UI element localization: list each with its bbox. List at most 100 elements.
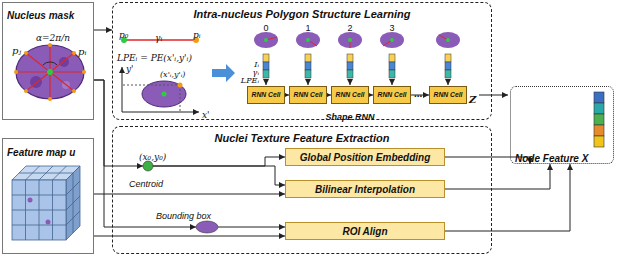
- nucleus-shape: [16, 45, 84, 99]
- step-number: 0: [263, 24, 268, 34]
- text-anchor: Node Feature X: [515, 148, 588, 166]
- node-title: Bounding box: [156, 212, 211, 222]
- label-anchor: 3: [389, 17, 394, 35]
- projection-line: [123, 85, 180, 86]
- box-label: RNN Cell: [248, 92, 284, 99]
- angle-label: α=2π/n: [36, 34, 70, 44]
- connector: [445, 164, 570, 231]
- module-label: Shape RNN: [325, 113, 374, 123]
- ellipsis: ...: [414, 89, 422, 99]
- label-anchor: 1: [305, 17, 310, 35]
- connector: [94, 194, 285, 195]
- rnn-cell: RNN Cell: [289, 86, 327, 104]
- feature-cube: [12, 166, 80, 240]
- angle-arc: [43, 62, 57, 65]
- label-anchor: Z: [469, 89, 476, 107]
- coordinate-label: (x'ᵢ,y'ᵢ): [160, 71, 185, 80]
- nucleus-illustration: [14, 43, 86, 101]
- label-anchor: x': [202, 104, 210, 122]
- vector-segment: [594, 136, 604, 147]
- axis-label: x': [202, 111, 210, 121]
- vector-segment: [594, 114, 604, 125]
- flow-arrow: [212, 64, 235, 82]
- label-anchor: ...: [414, 83, 422, 101]
- node-outline: [196, 221, 218, 233]
- rnn-cell: RNN Cell: [373, 86, 411, 104]
- vector-segment: [594, 92, 604, 103]
- step-number: 3: [389, 24, 394, 34]
- label-anchor: pᵢ: [193, 24, 201, 42]
- connector: [218, 227, 285, 228]
- cube-spot: [28, 198, 33, 203]
- formula: LPEᵢ = PE(x'ᵢ,y'ᵢ): [117, 54, 192, 64]
- bounding-outline: [196, 221, 218, 233]
- text-anchor: Nucleus mask: [7, 5, 74, 23]
- connector: [94, 80, 196, 227]
- point-label: pᵢ: [78, 46, 86, 57]
- label-anchor: LPEᵢ = PE(x'ᵢ,y'ᵢ): [117, 47, 192, 65]
- bounding-box-shape: Bounding box: [196, 221, 218, 233]
- projection-line: [180, 85, 181, 111]
- node-title: Node Feature X: [515, 153, 588, 164]
- connector: [94, 80, 143, 166]
- process-box: Bilinear Interpolation: [285, 180, 445, 198]
- y-axis: [122, 67, 123, 112]
- label-anchor: pⱼ: [12, 40, 21, 58]
- box-label: RNN Cell: [290, 92, 326, 99]
- centroid-point: [47, 69, 53, 75]
- text-anchor: Centroid: [129, 173, 163, 191]
- text-anchor: Feature map u: [7, 142, 75, 160]
- node-title: Centroid: [129, 180, 163, 190]
- point-label: pᵢ: [193, 31, 201, 41]
- label-anchor: 2: [347, 17, 352, 35]
- box-label: Global Position Embedding: [300, 152, 431, 163]
- local-position-figure: [121, 37, 235, 112]
- vertex-point: [178, 83, 183, 88]
- centroid-outline: [143, 161, 153, 171]
- label-anchor: (x'ᵢ,y'ᵢ): [160, 63, 185, 81]
- process-box: ROI Align: [285, 222, 445, 240]
- node-title: Nuclei Texture Feature Extraction: [214, 132, 389, 144]
- label-anchor: LPEᵢ: [241, 69, 259, 87]
- connector: [445, 164, 550, 189]
- centroid-point: [162, 92, 167, 97]
- vector-segment: [594, 103, 604, 114]
- cube-grid: [12, 166, 80, 240]
- node-title: (x₀,y₀): [139, 153, 166, 163]
- input-step: [296, 32, 320, 85]
- node-title: Feature map u: [7, 147, 75, 158]
- connector: [153, 157, 285, 166]
- polygon-vertex: [14, 43, 86, 101]
- step-number: 1: [305, 24, 310, 34]
- box-label: RNN Cell: [430, 92, 466, 99]
- label-anchor: pᵢ: [78, 41, 86, 59]
- output-line: [479, 95, 508, 96]
- box-label: RNN Cell: [332, 92, 368, 99]
- connector: [94, 30, 112, 31]
- input-step: [380, 32, 404, 85]
- connector: [94, 236, 285, 237]
- box-label: Bilinear Interpolation: [315, 184, 415, 195]
- text-anchor: Nuclei Texture Feature Extraction: [113, 128, 491, 146]
- rnn-cell: RNN Cell: [331, 86, 369, 104]
- input-step: [436, 32, 460, 85]
- distance-label: γᵢ: [155, 34, 162, 44]
- module-group: Nuclei Texture Feature Extraction (x₀,y₀)…: [112, 126, 492, 254]
- label-anchor: 0: [263, 17, 268, 35]
- box-label: RNN Cell: [374, 92, 410, 99]
- input-panel: Feature map u: [2, 138, 94, 254]
- point-label: pⱼ: [12, 45, 21, 56]
- input-panel: Nucleus mask: [2, 2, 94, 120]
- output-label: Z: [469, 94, 476, 105]
- point-label: p₀: [119, 31, 128, 41]
- rnn-cell: RNN Cell: [247, 86, 285, 104]
- label-anchor: p₀: [119, 24, 128, 42]
- input-step: [338, 32, 362, 85]
- box-label: ROI Align: [342, 226, 387, 237]
- step-number: 2: [347, 24, 352, 34]
- label-anchor: γᵢ: [155, 27, 162, 45]
- output-box: Node Feature X: [510, 86, 614, 164]
